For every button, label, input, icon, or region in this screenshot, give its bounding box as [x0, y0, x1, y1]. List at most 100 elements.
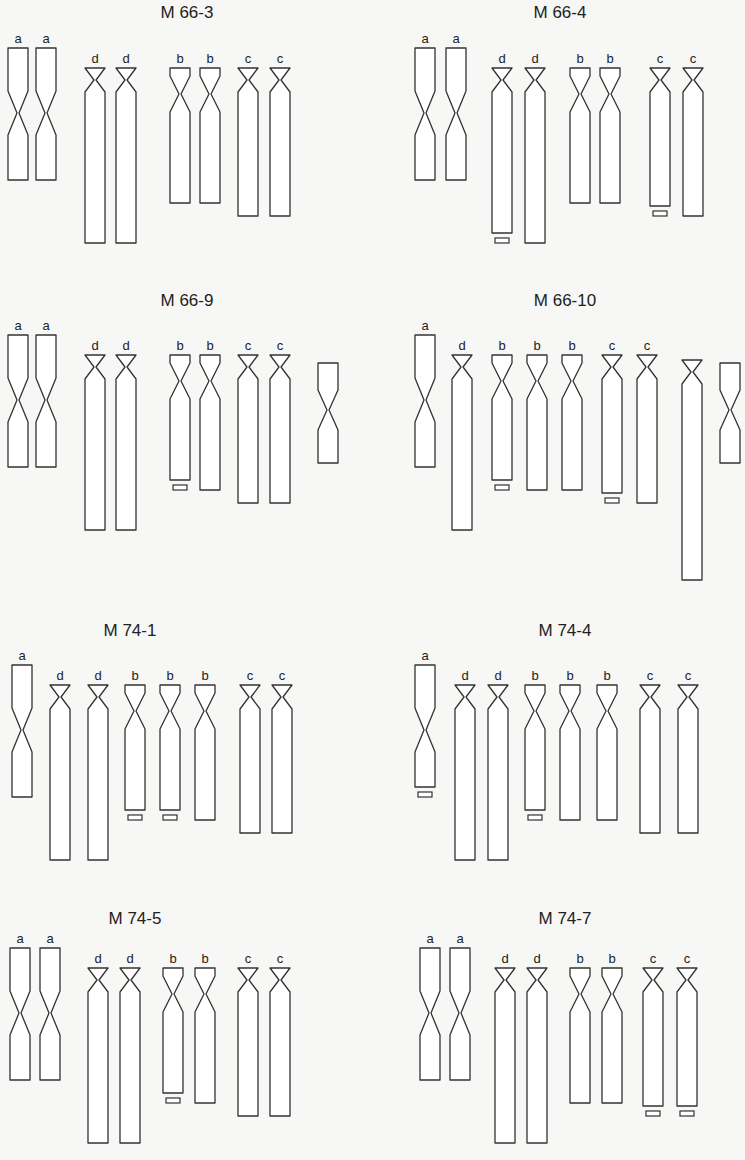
chromosome [163, 968, 183, 1093]
chromosome [195, 968, 215, 1103]
chromosome-letter: b [166, 669, 173, 682]
panel-title: M 66-10 [534, 292, 596, 309]
chromosome [120, 968, 140, 1143]
chromosome-letter: c [657, 52, 664, 65]
chromosome [678, 685, 698, 833]
chromosome-letter: c [245, 952, 252, 965]
chromosome-letter: d [91, 339, 98, 352]
chromosome [10, 948, 30, 1080]
chromosome-letter: b [576, 52, 583, 65]
chromosome-letter: b [498, 339, 505, 352]
chromosome-letter: a [456, 932, 463, 945]
chromosome [8, 335, 28, 467]
chromosome [643, 968, 663, 1106]
chromosome [525, 685, 545, 810]
chromosome-letter: c [247, 669, 254, 682]
chromosome-letter: c [277, 952, 284, 965]
chromosome-letter: d [126, 952, 133, 965]
chromosome [238, 968, 258, 1116]
chromosome-letter: c [245, 52, 252, 65]
chromosome [238, 68, 258, 216]
chromosome-letter: c [277, 52, 284, 65]
chromosome-fragment [646, 1111, 660, 1116]
chromosome [602, 968, 622, 1103]
panel-title: M 66-3 [161, 4, 214, 21]
chromosome [488, 685, 508, 860]
chromosome-letter: b [176, 52, 183, 65]
chromosome [240, 685, 260, 833]
chromosome [492, 355, 512, 480]
chromosome [88, 968, 108, 1143]
chromosome-letter: a [426, 932, 433, 945]
chromosome-letter: b [576, 952, 583, 965]
chromosome [125, 685, 145, 810]
chromosome-letter: a [421, 32, 428, 45]
chromosome [8, 48, 28, 180]
chromosome [600, 68, 620, 203]
chromosome [455, 685, 475, 860]
chromosome-letter: b [131, 669, 138, 682]
chromosome [85, 68, 105, 243]
chromosome-letter: c [684, 952, 691, 965]
chromosome-letter: b [608, 952, 615, 965]
panel-title: M 74-5 [109, 910, 162, 927]
chromosome-letter: d [498, 52, 505, 65]
chromosome [527, 355, 547, 490]
chromosome-letter: d [533, 952, 540, 965]
chromosome-letter: d [94, 952, 101, 965]
chromosome-fragment [495, 238, 509, 243]
chromosome [36, 335, 56, 467]
chromosome-letter: b [201, 952, 208, 965]
chromosome-letter: c [685, 669, 692, 682]
chromosome [570, 68, 590, 203]
chromosome-letter: a [14, 319, 21, 332]
chromosome [270, 68, 290, 216]
chromosome-fragment [680, 1111, 694, 1116]
chromosome-fragment [418, 792, 432, 797]
chromosome-letter: b [201, 669, 208, 682]
chromosome-letter: d [122, 339, 129, 352]
chromosome-fragment [605, 498, 619, 503]
chromosome [195, 685, 215, 820]
chromosome-letter: b [533, 339, 540, 352]
chromosome-fragment [166, 1098, 180, 1103]
chromosome [720, 363, 740, 463]
chromosome-letter: a [18, 649, 25, 662]
chromosome-letter: b [568, 339, 575, 352]
chromosome-fragment [528, 815, 542, 820]
chromosome [270, 968, 290, 1116]
chromosome-fragment [495, 485, 509, 490]
chromosome-letter: c [650, 952, 657, 965]
chromosome [637, 355, 657, 503]
chromosome-letter: b [176, 339, 183, 352]
chromosome-letter: d [461, 669, 468, 682]
chromosome [12, 665, 32, 797]
chromosome-fragment [173, 485, 187, 490]
chromosome-letter: c [245, 339, 252, 352]
chromosome-letter: b [531, 669, 538, 682]
chromosome-letter: b [206, 52, 213, 65]
chromosome-letter: b [566, 669, 573, 682]
chromosome [677, 968, 697, 1106]
panel-title: M 66-4 [534, 4, 587, 21]
chromosome [446, 48, 466, 180]
panel-title: M 74-4 [539, 622, 592, 639]
chromosome-letter: b [169, 952, 176, 965]
chromosome-letter: c [609, 339, 616, 352]
chromosome-letter: a [16, 932, 23, 945]
chromosome [682, 360, 702, 580]
panel-title: M 74-1 [104, 622, 157, 639]
chromosome-letter: a [46, 932, 53, 945]
chromosome-letter: d [91, 52, 98, 65]
chromosome-letter: d [94, 669, 101, 682]
chromosome [40, 948, 60, 1080]
chromosome-letter: b [603, 669, 610, 682]
chromosome-letter: a [421, 319, 428, 332]
chromosome [116, 355, 136, 530]
chromosome [415, 335, 435, 467]
chromosome-letter: c [647, 669, 654, 682]
chromosome [597, 685, 617, 820]
chromosome [602, 355, 622, 493]
chromosome-letter: d [494, 669, 501, 682]
